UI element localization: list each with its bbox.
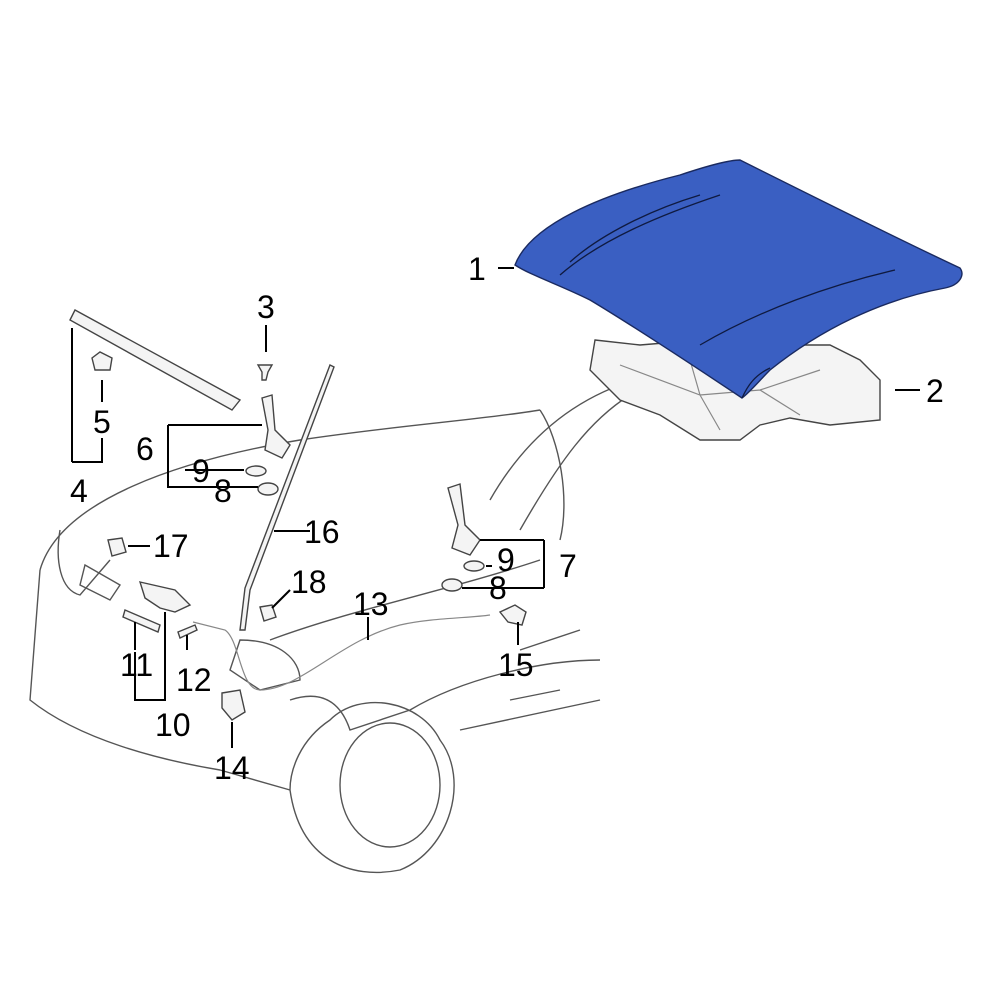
callout-3: 3	[257, 289, 275, 325]
callout-9-left: 9	[192, 453, 210, 489]
callout-9-right: 9	[497, 542, 515, 578]
hood-panel[interactable]	[514, 159, 963, 399]
leader-lines	[71, 267, 920, 748]
cushion-18[interactable]	[259, 604, 277, 622]
callout-5: 5	[93, 404, 111, 440]
callout-1: 1	[468, 251, 486, 287]
callout-4: 4	[70, 473, 88, 509]
left-hinge[interactable]	[261, 394, 291, 459]
hood-prop-rod[interactable]	[239, 364, 335, 631]
callout-10: 10	[155, 707, 191, 743]
callout-6: 6	[136, 431, 154, 467]
callout-12: 12	[176, 662, 212, 698]
washer-8-left[interactable]	[257, 482, 279, 496]
callout-17: 17	[153, 528, 189, 564]
bumper-17[interactable]	[107, 537, 127, 557]
clip-15[interactable]	[498, 604, 527, 626]
washer-9-right[interactable]	[463, 560, 485, 572]
hood-seal[interactable]	[69, 309, 242, 411]
callout-8-left: 8	[214, 473, 232, 509]
right-hinge[interactable]	[447, 483, 481, 556]
clip-part[interactable]	[91, 351, 113, 371]
spring-11[interactable]	[122, 609, 161, 633]
bracket-14[interactable]	[221, 689, 246, 721]
callout-7: 7	[559, 548, 577, 584]
callout-18: 18	[291, 564, 327, 600]
pin-12[interactable]	[177, 624, 198, 639]
washer-8-right[interactable]	[441, 578, 463, 592]
washer-9-left[interactable]	[245, 465, 267, 477]
callout-8-right: 8	[489, 570, 507, 606]
callout-11: 11	[120, 647, 153, 683]
vehicle-outline	[29, 384, 631, 874]
callout-16: 16	[304, 514, 340, 550]
release-cable[interactable]	[192, 614, 491, 691]
hood-lock-10[interactable]	[138, 581, 192, 613]
callout-2: 2	[926, 373, 944, 409]
callout-13: 13	[353, 586, 389, 622]
bolt-part[interactable]	[256, 364, 274, 381]
callout-14: 14	[214, 750, 250, 786]
callout-15: 15	[498, 647, 534, 683]
